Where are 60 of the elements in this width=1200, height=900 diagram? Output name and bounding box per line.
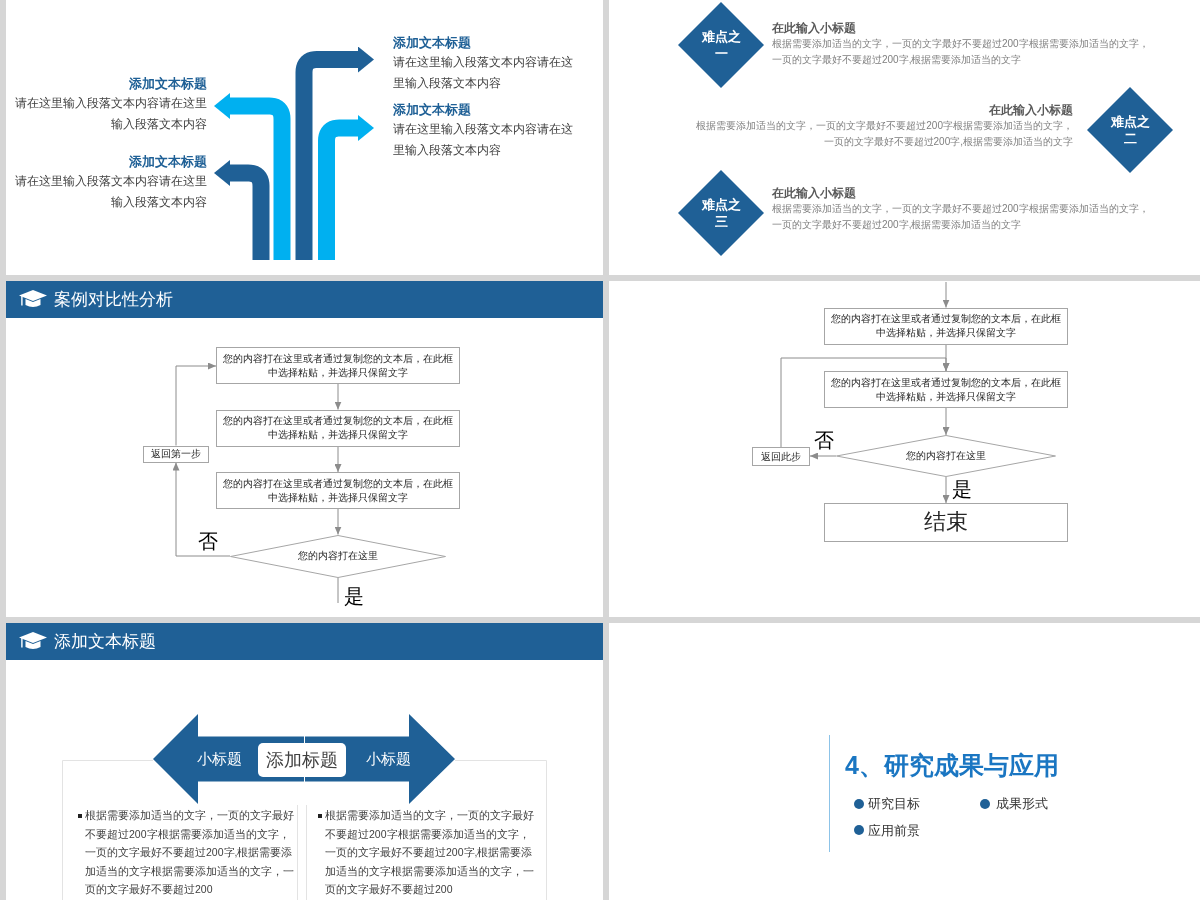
bent-arrow <box>295 46 374 260</box>
bullet-text: 根据需要添加适当的文字，一页的文字最好不要超过200字根据需要添加适当的文字，一页的文字最好不要超过200字,根据需要添加适当的文字根据需要添加适当的文字，一页的文字最好不要超过200 <box>85 808 295 897</box>
heading: 添加文本标题 <box>393 35 471 52</box>
connector-arrow <box>942 281 950 308</box>
diamond-label: 难点之二 <box>1109 113 1151 147</box>
connector-arrow <box>172 462 231 557</box>
bent-arrow <box>214 93 291 260</box>
list-item: 应用前景 <box>868 821 920 839</box>
heading: 添加文本标题 <box>393 102 471 119</box>
connector-arrow <box>809 452 837 460</box>
process-box: 您的内容打在这里或者通过复制您的文本后，在此框中选择粘贴，并选择只保留文字 <box>824 307 1068 345</box>
decision-text: 您的内容打在这里 <box>298 549 378 563</box>
section-title: 添加文本标题 <box>54 631 156 653</box>
connector-arrow <box>942 476 950 504</box>
paragraph: 根据需要添加适当的文字，一页的文字最好不要超过200字根据需要添加适当的文字，一页的文字最好不要超过200字,根据需要添加适当的文字 <box>772 202 1150 232</box>
list-item: 成果形式 <box>996 795 1048 812</box>
connector-arrow <box>334 446 342 473</box>
connector-line <box>337 577 339 604</box>
return-step-box: 返回此步 <box>752 447 810 466</box>
heading: 添加文本标题 <box>129 154 207 171</box>
bent-arrow <box>214 160 270 260</box>
edge-label: 是 <box>343 585 365 607</box>
edge-label: 否 <box>813 429 835 451</box>
connector-arrow <box>780 357 950 448</box>
section-heading: 4、研究成果与应用 <box>845 750 1059 781</box>
process-box: 您的内容打在这里或者通过复制您的文本后，在此框中选择粘贴，并选择只保留文字 <box>824 371 1068 408</box>
edge-label: 否 <box>197 530 219 552</box>
process-box: 您的内容打在这里或者通过复制您的文本后，在此框中选择粘贴，并选择只保留文字 <box>216 347 460 384</box>
text-card <box>306 805 547 900</box>
paragraph: 请在这里输入段落文本内容请在这里输入段落文本内容 <box>14 174 207 210</box>
diamond-label: 难点之一 <box>700 28 742 62</box>
header-band <box>6 623 603 660</box>
subheading: 在此输入小标题 <box>772 186 856 201</box>
paragraph: 请在这里输入段落文本内容请在这里输入段落文本内容 <box>393 55 574 91</box>
decision-text: 您的内容打在这里 <box>906 449 986 463</box>
paragraph: 根据需要添加适当的文字，一页的文字最好不要超过200字根据需要添加适当的文字，一页的文字最好不要超过200字,根据需要添加适当的文字 <box>695 119 1073 149</box>
bullet-text: 根据需要添加适当的文字，一页的文字最好不要超过200字根据需要添加适当的文字，一页的文字最好不要超过200字,根据需要添加适当的文字根据需要添加适当的文字，一页的文字最好不要超过200 <box>325 808 535 897</box>
paragraph: 请在这里输入段落文本内容请在这里输入段落文本内容 <box>14 96 207 132</box>
section-title: 案例对比性分析 <box>54 289 173 311</box>
paragraph: 请在这里输入段落文本内容请在这里输入段落文本内容 <box>393 122 574 158</box>
paragraph: 根据需要添加适当的文字，一页的文字最好不要超过200字根据需要添加适当的文字，一页的文字最好不要超过200字,根据需要添加适当的文字 <box>772 37 1150 67</box>
header-band <box>6 281 603 318</box>
edge-label: 是 <box>951 478 973 500</box>
connector-arrow <box>334 383 342 410</box>
process-box: 您的内容打在这里或者通过复制您的文本后，在此框中选择粘贴，并选择只保留文字 <box>216 472 460 509</box>
list-item: 研究目标 <box>868 795 920 812</box>
connector-arrow <box>334 508 342 535</box>
connector-arrow <box>942 407 950 436</box>
process-box: 您的内容打在这里或者通过复制您的文本后，在此框中选择粘贴，并选择只保留文字 <box>216 409 460 447</box>
heading: 添加文本标题 <box>129 76 207 93</box>
subheading: 在此输入小标题 <box>989 103 1073 118</box>
diamond-label: 难点之三 <box>700 196 742 230</box>
connector-arrow <box>175 362 217 446</box>
arrow-label: 小标题 <box>364 749 412 769</box>
subheading: 在此输入小标题 <box>772 21 856 36</box>
bent-arrow <box>318 115 374 260</box>
end-box: 结束 <box>824 503 1068 542</box>
arrow-label: 小标题 <box>195 749 243 769</box>
text-card <box>62 805 298 900</box>
title-tag: 添加标题 <box>258 743 346 777</box>
